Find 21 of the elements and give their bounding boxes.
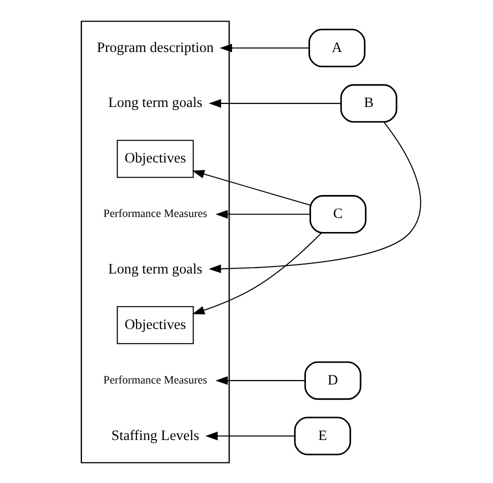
node-text: Program description <box>96 39 214 56</box>
node-box: Objectives <box>116 306 194 344</box>
arrow <box>192 232 322 314</box>
node-text: Long term goals <box>108 94 202 111</box>
node-text: Performance Measures <box>102 374 207 386</box>
node-text: Performance Measures <box>102 208 207 220</box>
arrow <box>214 376 304 384</box>
arrow <box>219 43 308 52</box>
node-box: C <box>309 194 366 234</box>
node-text: Staffing Levels <box>110 427 199 444</box>
node-box: A <box>308 28 365 67</box>
node-box: E <box>294 416 351 455</box>
node-box: Objectives <box>116 139 194 178</box>
arrow <box>208 121 420 273</box>
arrow <box>208 98 340 108</box>
arrow <box>204 431 294 440</box>
node-box: D <box>304 360 361 400</box>
node-text: Long term goals <box>108 261 202 278</box>
arrow <box>214 209 310 218</box>
arrow <box>192 169 310 206</box>
node-box: B <box>340 84 397 122</box>
